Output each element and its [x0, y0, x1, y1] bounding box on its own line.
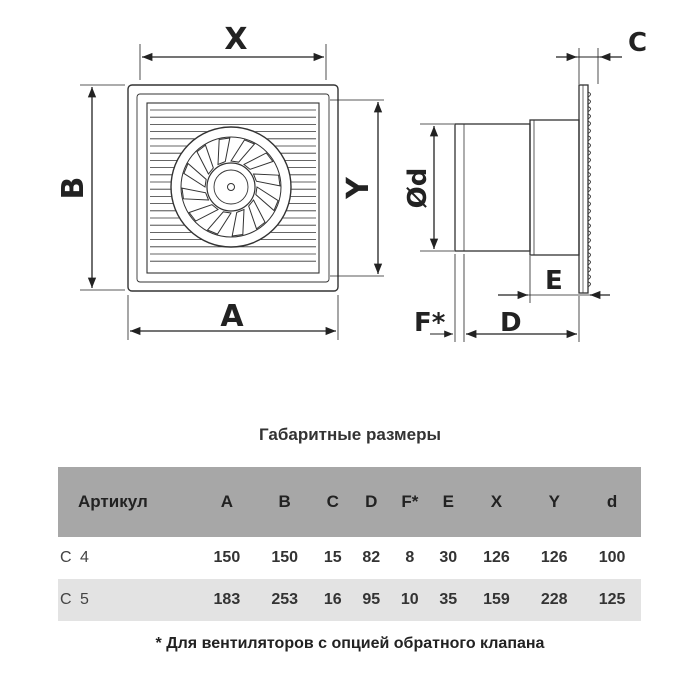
fan-hub-inner: [213, 169, 249, 205]
table-header-cell: A: [220, 492, 234, 511]
table-header-cell: B: [278, 492, 291, 511]
table-header-cell: Y: [548, 492, 560, 511]
dim-label-b: B: [56, 177, 91, 200]
dim-label-diameter: Ød: [403, 168, 433, 209]
table-cell-value: 95: [362, 591, 381, 608]
dim-f-d: [430, 254, 580, 342]
front-panel-outer: [127, 84, 339, 292]
table-cell-article: С 4: [60, 549, 91, 566]
footnote: * Для вентиляторов с опцией обратного кл…: [155, 635, 545, 652]
table-cell-value: 159: [483, 591, 510, 608]
front-view: [127, 84, 339, 292]
dim-label-y: Y: [341, 176, 376, 200]
table-cell-value: 253: [271, 591, 299, 608]
grille-frame: [146, 102, 320, 274]
dim-e: [498, 256, 610, 303]
side-louver-profile: [587, 91, 591, 288]
fan-blades: [181, 137, 281, 237]
dim-y: [330, 99, 384, 277]
dim-diameter: [420, 123, 454, 252]
table-cell-value: 150: [213, 549, 241, 566]
side-view: [454, 84, 591, 294]
table-cell-value: 10: [400, 591, 419, 608]
table-cell-value: 8: [405, 549, 415, 566]
dim-label-x: X: [224, 22, 247, 57]
table-cell-value: 15: [323, 549, 342, 566]
table-cell-value: 30: [439, 549, 458, 566]
motor-housing: [529, 119, 580, 256]
dim-b: [80, 84, 125, 291]
dim-a: [127, 295, 339, 340]
table-cell-value: 16: [323, 591, 342, 608]
duct-pipe: [454, 123, 531, 252]
dim-label-c: C: [628, 28, 647, 58]
dim-label-d: D: [500, 308, 522, 338]
table-cell-article: С 5: [60, 591, 91, 608]
table-title: Габаритные размеры: [259, 425, 441, 444]
table-header-cell: D: [365, 492, 378, 511]
dim-label-a: A: [220, 299, 244, 334]
table-cell-value: 228: [540, 591, 568, 608]
table-row: С 5 183 253 16 95 10 35 159 228 125: [58, 579, 641, 621]
table-header-cell: F*: [401, 492, 419, 511]
table-header-cell: C: [326, 492, 339, 511]
front-panel-side: [578, 84, 589, 294]
dim-label-e: E: [545, 266, 563, 296]
table-header-cell: Артикул: [78, 492, 148, 511]
table-body: С 4 150 150 15 82 8 30 126 126 100 С 5 183 253 16 95 10…: [58, 537, 641, 621]
table-cell-value: 183: [213, 591, 241, 608]
table-cell-value: 125: [598, 591, 626, 608]
dim-x: [139, 44, 327, 80]
dim-label-f: F*: [414, 308, 446, 338]
table-header-cell: d: [606, 492, 618, 511]
table-cell-value: 35: [439, 591, 458, 608]
table-cell-value: 126: [540, 549, 568, 566]
fan-axle: [227, 183, 235, 191]
table-header-cell: X: [490, 492, 503, 511]
table-cell-value: 126: [483, 549, 510, 566]
dim-c: [556, 48, 622, 84]
fan-dimension-drawing: X B A Y C: [56, 22, 647, 342]
front-panel-inner: [136, 93, 330, 283]
table-header-cell: E: [442, 492, 454, 511]
table-row: С 4 150 150 15 82 8 30 126 126 100: [58, 537, 641, 579]
table-cell-value: 82: [362, 549, 381, 566]
table-cell-value: 100: [598, 549, 626, 566]
table-cell-value: 150: [271, 549, 299, 566]
